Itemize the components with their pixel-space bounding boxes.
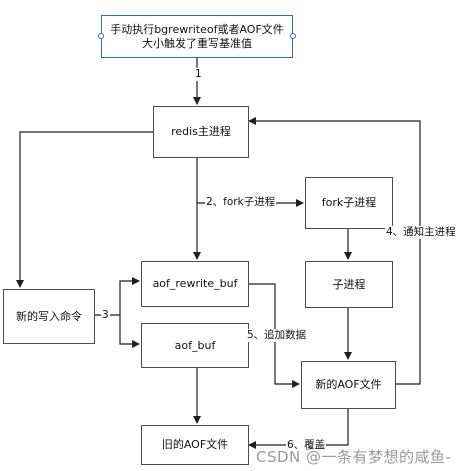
node-child-process-label: 子进程 — [332, 277, 366, 291]
edge-overwrite — [248, 409, 349, 449]
selection-handle-left[interactable] — [98, 33, 104, 39]
node-new-write-command[interactable]: 新的写入命令 — [3, 289, 95, 344]
node-redis-main-label: redis主进程 — [171, 125, 231, 138]
node-trigger[interactable]: 手动执行bgrewriteof或者AOF文件大小触发了重写基准值 — [101, 15, 293, 58]
node-fork-child-label: fork子进程 — [321, 196, 377, 209]
node-trigger-label: 手动执行bgrewriteof或者AOF文件大小触发了重写基准值 — [110, 22, 284, 50]
edge-main-to-new-write — [16, 131, 153, 288]
edge-notify-main — [248, 117, 421, 385]
node-new-write-command-label: 新的写入命令 — [16, 309, 82, 323]
edge-split-to-rewrite-buf — [119, 277, 140, 315]
node-old-aof-file-label: 旧的AOF文件 — [161, 438, 229, 451]
node-aof-rewrite-buf[interactable]: aof_rewrite_buf — [141, 261, 249, 307]
node-new-aof-file[interactable]: 新的AOF文件 — [301, 361, 396, 409]
edge-label-5: 5、追加数据 — [246, 329, 308, 342]
node-aof-rewrite-buf-label: aof_rewrite_buf — [152, 277, 238, 290]
watermark: CSDN @一条有梦想的咸鱼- — [256, 448, 452, 466]
node-fork-child[interactable]: fork子进程 — [305, 177, 393, 229]
selection-handle-right[interactable] — [290, 33, 296, 39]
node-child-process[interactable]: 子进程 — [305, 261, 393, 308]
edge-label-6: 6、覆盖 — [286, 439, 327, 452]
node-old-aof-file[interactable]: 旧的AOF文件 — [141, 425, 249, 465]
node-redis-main[interactable]: redis主进程 — [153, 106, 249, 158]
edge-label-4: 4、通知主进程 — [385, 226, 457, 239]
edge-split-to-aof-buf — [119, 315, 140, 348]
edge-label-3: 3 — [101, 309, 110, 322]
node-new-aof-file-label: 新的AOF文件 — [315, 378, 382, 391]
node-aof-buf[interactable]: aof_buf — [141, 323, 249, 368]
edge-label-2: 2、fork子进程 — [205, 196, 277, 209]
edge-label-1: 1 — [194, 68, 203, 81]
node-aof-buf-label: aof_buf — [174, 338, 216, 352]
